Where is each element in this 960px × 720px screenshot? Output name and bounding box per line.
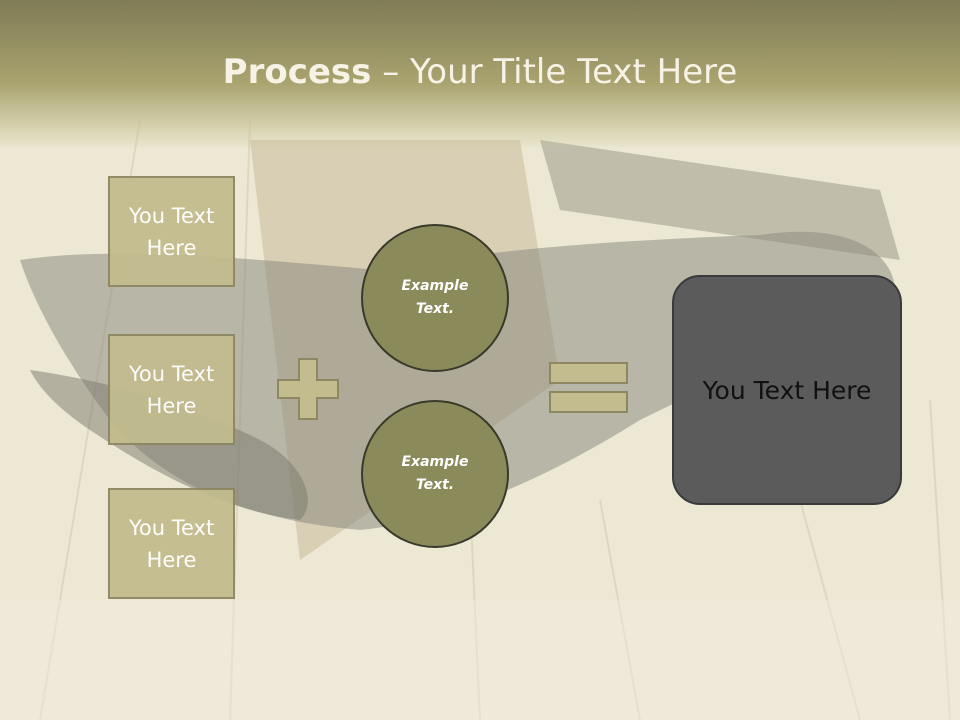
text-box-1: You Text Here [108,176,235,287]
text-box-3: You Text Here [108,488,235,599]
title-bold: Process [222,52,372,92]
slide-title: Process – Your Title Text Here [0,52,960,92]
result-box: You Text Here [672,275,902,505]
title-band [0,0,960,150]
title-rest: Your Title Text Here [410,52,738,92]
title-dash: – [371,52,411,92]
plus-icon [277,358,339,420]
equals-icon [549,362,628,413]
example-circle-1: Example Text. [361,224,509,372]
example-circle-2: Example Text. [361,400,509,548]
text-box-2: You Text Here [108,334,235,445]
